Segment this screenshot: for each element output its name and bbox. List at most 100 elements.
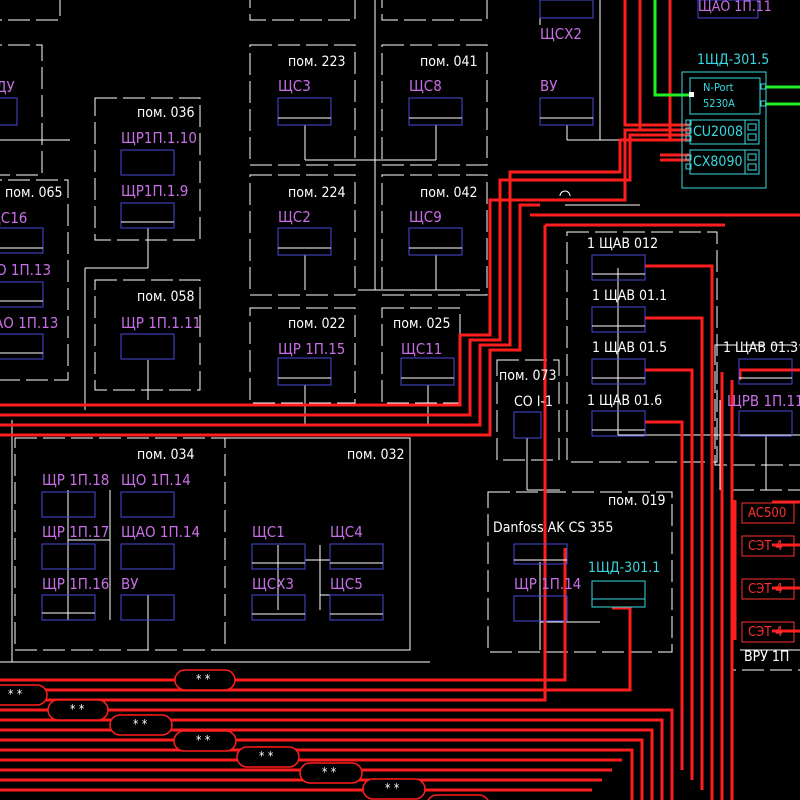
panel-box-shchs9 bbox=[408, 227, 463, 256]
panel-label-shchao-1p114: ЩАО 1П.14 bbox=[121, 523, 201, 541]
meter-boxes bbox=[741, 502, 795, 643]
cable-tag-shape-4 bbox=[109, 714, 173, 736]
panel-label-shchao-1p11-top: ЩАО 1П.11 bbox=[698, 0, 772, 15]
room-label-223: пом. 223 bbox=[288, 54, 346, 70]
cable-tag-shape-1 bbox=[174, 669, 236, 691]
panel-box-shchao-1p11-top bbox=[697, 0, 759, 19]
panel-label-vu-top: ВУ bbox=[540, 77, 558, 95]
meter-label-ac500: AC500 bbox=[748, 506, 787, 521]
cabinet-frame bbox=[681, 71, 767, 189]
room-label-041: пом. 041 bbox=[420, 54, 478, 70]
room-outline-022 bbox=[249, 307, 356, 404]
panel-label-shchsx2: ЩСХ2 bbox=[540, 25, 583, 43]
cable-tag-5: * * bbox=[196, 733, 211, 747]
cable-tag-1: * * bbox=[196, 672, 211, 686]
cable-tag-shape-8 bbox=[362, 778, 426, 800]
panel-label-co-1-1: СО I-1 bbox=[514, 394, 553, 410]
meter-label-set4-c: СЭТ 4 bbox=[748, 625, 783, 640]
room-label-058: пом. 058 bbox=[137, 289, 195, 305]
panel-box-shchr-1p111 bbox=[120, 333, 175, 360]
panel-label-o-1p13: О 1П.13 bbox=[0, 261, 52, 279]
panel-label-shchs8: ЩС8 bbox=[409, 77, 442, 95]
panel-label-shchr-1p116: ЩР 1П.16 bbox=[42, 575, 110, 593]
nport-connector bbox=[689, 92, 694, 97]
panel-label-shchs1: ЩС1 bbox=[252, 523, 285, 541]
panel-box-shchs8 bbox=[408, 97, 463, 126]
panel-box-shchd-3011 bbox=[591, 580, 646, 608]
room-outline-034 bbox=[14, 437, 411, 651]
panel-box-shchsx3 bbox=[251, 594, 306, 621]
panel-label-shchav-015: 1 ЩАВ 01.5 bbox=[592, 340, 668, 356]
cable-tag-2: * * bbox=[8, 687, 23, 701]
cu2008-terminal-box bbox=[744, 119, 760, 145]
cable-tag-shapes bbox=[0, 669, 489, 800]
panel-label-shchr1p19: ЩР1П.1.9 bbox=[121, 182, 189, 200]
cable-tag-shape-9 bbox=[427, 794, 489, 800]
room-outline-065 bbox=[0, 179, 69, 381]
panel-box-shchav-011 bbox=[591, 306, 646, 333]
panel-label-shchsx3: ЩСХ3 bbox=[252, 575, 295, 593]
room-outline-top-mid bbox=[249, 0, 356, 21]
panel-box-shchs1 bbox=[251, 543, 306, 570]
panel-boxes bbox=[0, 0, 793, 622]
room-label-065: пом. 065 bbox=[5, 185, 63, 201]
room-outline-shchav bbox=[566, 231, 718, 463]
cable-tag-shape-5 bbox=[173, 730, 237, 752]
cable-tag-shape-6 bbox=[236, 746, 300, 768]
cable-tag-3: * * bbox=[70, 702, 85, 716]
cable-tag-shape-7 bbox=[299, 762, 363, 784]
panel-label-shchs11: ЩС11 bbox=[401, 340, 443, 358]
cable-tag-4: * * bbox=[133, 717, 148, 731]
room-outline-032 bbox=[224, 437, 411, 651]
cabinet-nport-line2: 5230A bbox=[703, 97, 735, 110]
panel-box-shchr-1p117 bbox=[41, 543, 96, 570]
cabinet-nport-line1: N-Port bbox=[703, 81, 734, 94]
panel-box-shchs5 bbox=[329, 594, 384, 621]
white-wiring bbox=[0, 0, 800, 663]
room-label-019: пом. 019 bbox=[608, 493, 666, 509]
meter-label-set4-b: СЭТ 4 bbox=[748, 582, 783, 597]
panel-box-shcho-1p114 bbox=[120, 491, 175, 518]
panel-box-vu-bottom bbox=[120, 594, 175, 621]
panel-box-shchav-015 bbox=[591, 358, 646, 385]
cable-tag-7: * * bbox=[322, 765, 337, 779]
panel-label-shchs16: ЩС16 bbox=[0, 209, 28, 227]
meter-box-set4-b bbox=[741, 578, 795, 600]
panel-label-danfoss: Danfoss AK CS 355 bbox=[493, 520, 614, 536]
panel-label-shchav-012: 1 ЩАВ 012 bbox=[587, 236, 659, 252]
room-outline-019 bbox=[487, 491, 673, 653]
panel-label-shchr1p110: ЩР1П.1.10 bbox=[121, 129, 197, 147]
room-label-224: пом. 224 bbox=[288, 185, 346, 201]
panel-box-shchav-016 bbox=[591, 410, 646, 437]
meter-box-set4-c bbox=[741, 621, 795, 643]
cable-tag-8: * * bbox=[385, 781, 400, 795]
panel-label-shchr-1p118: ЩР 1П.18 bbox=[42, 471, 110, 489]
cabinet-title: 1ЩД-301.5 bbox=[697, 52, 770, 68]
cx8090-terminal-box bbox=[744, 149, 760, 175]
panel-box-vu-top bbox=[539, 97, 594, 126]
meter-label-set4-a: СЭТ 4 bbox=[748, 539, 783, 554]
room-label-073: пом. 073 bbox=[499, 368, 557, 384]
panel-label-shchav-011: 1 ЩАВ 01.1 bbox=[592, 288, 668, 304]
panel-box-ao-1p13 bbox=[0, 333, 44, 360]
panel-label-shchav-016: 1 ЩАВ 01.6 bbox=[587, 393, 663, 409]
cabinet-1shchd-3015 bbox=[591, 71, 767, 608]
panel-box-shchr-1p116 bbox=[41, 594, 96, 621]
meter-box-set4-a bbox=[741, 535, 795, 557]
cable-tag-shape-3 bbox=[47, 699, 109, 721]
panel-box-shchrv-1p11 bbox=[738, 410, 793, 437]
cabinet-cx8090: CX8090 bbox=[693, 154, 743, 170]
panel-label-shchs4: ЩС4 bbox=[330, 523, 363, 541]
green-lines bbox=[653, 0, 800, 106]
panel-box-shchs11 bbox=[400, 357, 455, 386]
panel-box-shchs3 bbox=[277, 97, 332, 126]
panel-label-shchrv-1p11: ЩРВ 1П.11 bbox=[727, 392, 800, 410]
panel-label-ao-1p13: АО 1П.13 bbox=[0, 314, 59, 332]
panel-box-shchsx2-top bbox=[539, 0, 594, 19]
panel-label-shchs5: ЩС5 bbox=[330, 575, 363, 593]
room-label-022: пом. 022 bbox=[288, 316, 346, 332]
meter-box-ac500 bbox=[741, 502, 795, 524]
panel-label-shchr-1p117: ЩР 1П.17 bbox=[42, 523, 110, 541]
